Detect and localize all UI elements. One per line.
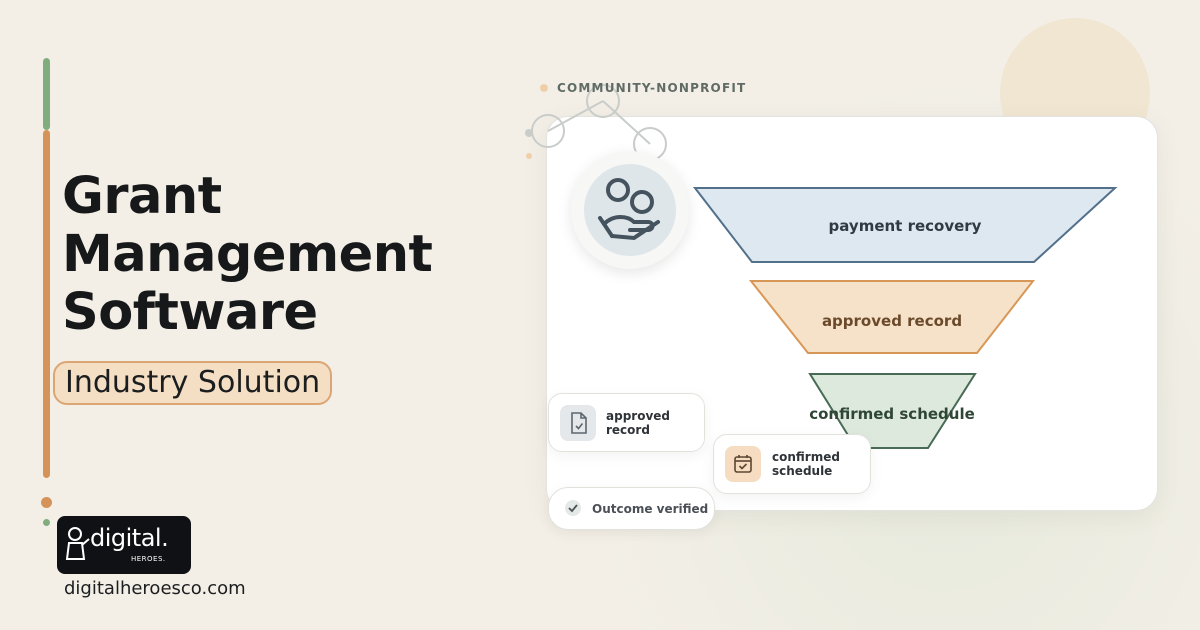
accent-bar-green	[43, 58, 50, 130]
funnel-stage-3-label: confirmed schedule	[809, 405, 975, 423]
check-icon	[565, 500, 581, 516]
funnel-stage-3	[808, 373, 977, 449]
outcome-label: Outcome verified	[592, 502, 709, 516]
accent-dot-orange	[41, 497, 52, 508]
accent-dot-green	[43, 519, 50, 526]
funnel-stage-2-label: approved record	[822, 312, 962, 330]
title-line-1: Grant	[62, 167, 222, 226]
title-line-3: Software	[62, 283, 318, 342]
title-line-2: Management	[62, 225, 433, 284]
accent-bar-orange	[43, 130, 50, 478]
document-check-icon	[560, 405, 596, 441]
calendar-check-icon	[725, 446, 761, 482]
subtitle-pill: Industry Solution	[53, 361, 333, 405]
brand-logo[interactable]: digital. HEROES.	[57, 516, 191, 574]
network-connector-icon	[525, 84, 667, 161]
approved-record-card: approved record	[548, 393, 705, 452]
confirmed-schedule-card: confirmed schedule	[713, 434, 871, 494]
funnel-stage-1	[692, 187, 1118, 263]
hand-holding-people-icon	[598, 178, 660, 241]
page-title: Grant Management Software	[62, 167, 433, 342]
approved-card-line-1: approved	[606, 409, 670, 423]
category-label: COMMUNITY-NONPROFIT	[557, 81, 747, 95]
approved-card-line-2: record	[606, 423, 650, 437]
logo-wordmark: digital.	[90, 524, 169, 552]
outcome-verified-badge: Outcome verified	[548, 487, 715, 530]
hero-mascot-icon	[65, 527, 90, 560]
funnel-stage-2	[748, 280, 1036, 354]
confirmed-card-line-2: schedule	[772, 464, 833, 478]
confirmed-card-line-1: confirmed	[772, 450, 840, 464]
funnel-stage-1-label: payment recovery	[829, 217, 982, 235]
logo-subtext: HEROES.	[131, 555, 166, 563]
funnel-chart: payment recovery approved record confirm…	[692, 187, 1118, 449]
website-link[interactable]: digitalheroesco.com	[64, 578, 246, 599]
hero-icon-badge	[571, 151, 689, 269]
